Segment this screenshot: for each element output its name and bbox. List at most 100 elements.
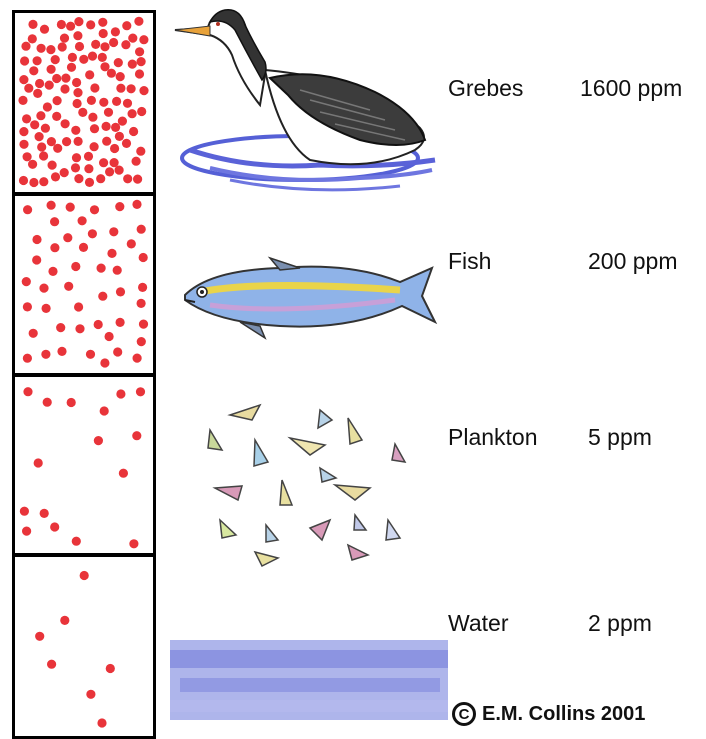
concentration-dot: [99, 158, 108, 167]
concentration-dot: [127, 239, 136, 248]
concentration-dot: [139, 253, 148, 262]
plankton-illustration: [208, 405, 405, 566]
concentration-dot: [136, 147, 145, 156]
concentration-dot: [60, 34, 69, 43]
concentration-dot: [40, 25, 49, 34]
panel-water: [12, 554, 156, 739]
concentration-dot: [129, 539, 138, 548]
concentration-dot: [41, 124, 50, 133]
concentration-dot: [41, 350, 50, 359]
concentration-dot: [47, 137, 56, 146]
concentration-dot: [64, 282, 73, 291]
concentration-dot: [128, 109, 137, 118]
concentration-dot: [67, 63, 76, 72]
concentration-dot: [23, 205, 32, 214]
concentration-dot: [61, 119, 70, 128]
concentration-dot: [19, 127, 28, 136]
concentration-dot: [48, 267, 57, 276]
concentration-dot: [22, 277, 31, 286]
concentration-dot: [58, 42, 67, 51]
concentration-dot: [22, 114, 31, 123]
concentration-dot: [137, 337, 146, 346]
concentration-dot: [107, 69, 116, 78]
concentration-dot: [72, 153, 81, 162]
concentration-dot: [128, 34, 137, 43]
copyright-text: E.M. Collins 2001: [482, 703, 645, 726]
concentration-dot: [100, 358, 109, 367]
concentration-dot: [20, 507, 29, 516]
concentration-dot: [113, 347, 122, 356]
concentration-dot: [90, 83, 99, 92]
concentration-dot: [84, 164, 93, 173]
concentration-dot: [53, 96, 62, 105]
concentration-dot: [116, 318, 125, 327]
concentration-dot: [137, 225, 146, 234]
concentration-dot: [119, 469, 128, 478]
concentration-dot: [45, 81, 54, 90]
concentration-dot: [94, 436, 103, 445]
concentration-dot: [34, 458, 43, 467]
concentration-dot: [32, 235, 41, 244]
level-name-grebes: Grebes: [448, 75, 523, 102]
concentration-dot: [33, 89, 42, 98]
concentration-dot: [50, 243, 59, 252]
water-illustration: [170, 640, 448, 720]
concentration-dot: [35, 132, 44, 141]
concentration-dot: [51, 55, 60, 64]
concentration-dot: [87, 96, 96, 105]
concentration-dot: [46, 45, 55, 54]
concentration-dot: [42, 304, 51, 313]
concentration-dot: [109, 227, 118, 236]
concentration-dot: [88, 113, 97, 122]
copyright-icon: C: [452, 702, 476, 726]
concentration-dot: [85, 70, 94, 79]
concentration-dot: [39, 177, 48, 186]
dots-grebes: [15, 13, 153, 192]
concentration-dot: [23, 387, 32, 396]
concentration-dot: [47, 65, 56, 74]
concentration-dot: [37, 142, 46, 151]
concentration-dot: [40, 509, 49, 518]
concentration-dot: [66, 203, 75, 212]
concentration-dot: [137, 299, 146, 308]
concentration-dot: [90, 205, 99, 214]
concentration-dot: [128, 60, 137, 69]
concentration-dot: [52, 74, 61, 83]
illustrations: [170, 0, 450, 733]
concentration-dot: [106, 664, 115, 673]
concentration-dot: [47, 660, 56, 669]
concentration-dot: [91, 40, 100, 49]
concentration-dot: [138, 283, 147, 292]
concentration-dot: [73, 88, 82, 97]
concentration-dot: [134, 17, 143, 26]
level-value-plankton: 5 ppm: [588, 424, 652, 451]
level-value-grebes: 1600 ppm: [580, 75, 682, 102]
concentration-dot: [123, 174, 132, 183]
concentration-dot: [97, 718, 106, 727]
concentration-dot: [121, 40, 130, 49]
concentration-dot: [72, 537, 81, 546]
concentration-dot: [21, 42, 30, 51]
concentration-dot: [29, 66, 38, 75]
concentration-dot: [116, 84, 125, 93]
concentration-dot: [116, 389, 125, 398]
concentration-dot: [30, 120, 39, 129]
concentration-dot: [104, 108, 113, 117]
concentration-dot: [118, 117, 127, 126]
concentration-dot: [113, 266, 122, 275]
concentration-dot: [62, 137, 71, 146]
level-value-water: 2 ppm: [588, 610, 652, 637]
concentration-dot: [78, 108, 87, 117]
concentration-dot: [56, 323, 65, 332]
concentration-dot: [132, 200, 141, 209]
concentration-dot: [122, 21, 131, 30]
concentration-dot: [137, 107, 146, 116]
concentration-dot: [66, 22, 75, 31]
concentration-dot: [37, 44, 46, 53]
concentration-dot: [28, 34, 37, 43]
concentration-dot: [67, 398, 76, 407]
concentration-dot: [74, 174, 83, 183]
concentration-dot: [111, 27, 120, 36]
concentration-dot: [29, 178, 38, 187]
concentration-dot: [90, 142, 99, 151]
